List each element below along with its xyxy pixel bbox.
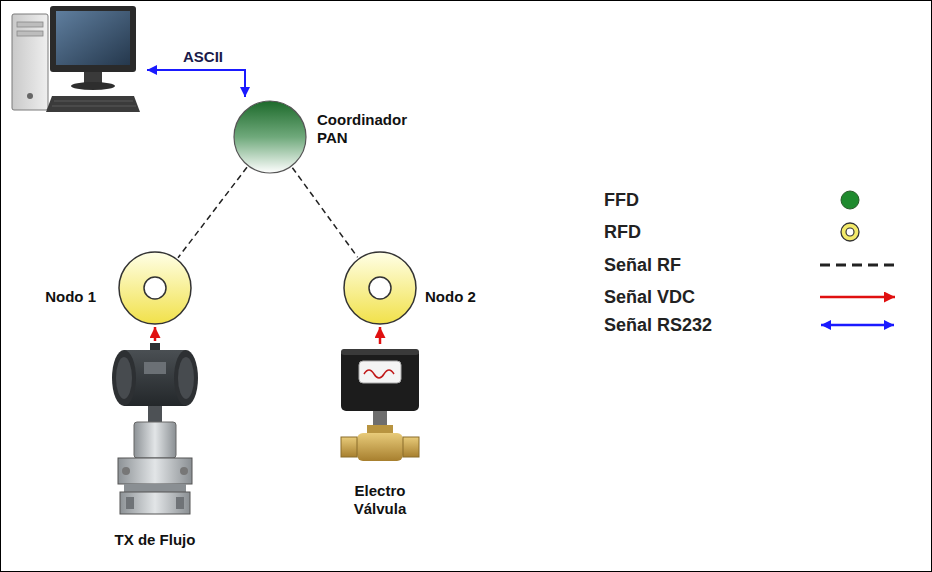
flow-transmitter-picture xyxy=(124,484,186,492)
computer-icon xyxy=(71,82,115,90)
rf-link xyxy=(292,168,357,258)
flow-transmitter-picture xyxy=(178,357,194,399)
picture-area xyxy=(335,345,425,482)
flow-transmitter-picture xyxy=(180,467,188,475)
rfd-core xyxy=(369,277,391,299)
solenoid-valve-picture xyxy=(341,349,419,461)
legend-sample xyxy=(815,220,900,244)
legend-sample xyxy=(815,253,900,277)
node-label-group: Nodo 1 xyxy=(45,288,96,306)
flow-transmitter-picture xyxy=(118,458,192,484)
legend-sample xyxy=(815,188,900,212)
legend-text: Señal RF xyxy=(604,254,681,276)
solenoid-valve: Electro Válvula xyxy=(335,345,425,518)
rfd-core xyxy=(144,277,166,299)
legend-text: Señal RS232 xyxy=(604,314,712,336)
computer-icon xyxy=(27,93,33,99)
flow-transmitter-picture xyxy=(144,362,166,374)
rfd-node: Nodo 1 xyxy=(118,251,192,325)
computer-icon xyxy=(52,101,136,106)
rfd-ring xyxy=(343,251,417,325)
legend-sample xyxy=(815,285,900,309)
legend-line-sample xyxy=(820,296,895,299)
computer-icon xyxy=(46,96,140,112)
solenoid-valve-picture xyxy=(357,433,403,461)
node-label: Electro Válvula xyxy=(354,482,407,518)
solenoid-valve-picture xyxy=(359,361,401,383)
rf-link xyxy=(178,167,247,258)
flow-transmitter-picture xyxy=(176,497,184,509)
rfd-ring xyxy=(119,252,191,324)
rfd-ring xyxy=(344,252,416,324)
flow-transmitter-picture xyxy=(120,492,190,514)
computer-icon xyxy=(17,22,43,27)
connector-group xyxy=(155,167,380,344)
rfd-node: Nodo 2 xyxy=(343,251,417,325)
node-label: Nodo 1 xyxy=(45,288,96,306)
ffd-circle xyxy=(233,100,307,174)
rs232-wire xyxy=(147,70,245,97)
computer-icon xyxy=(50,6,136,72)
flow-transmitter-picture xyxy=(116,357,132,399)
legend-text: RFD xyxy=(604,221,641,243)
ffd-circle xyxy=(234,101,306,173)
legend-text: Señal VDC xyxy=(604,286,695,308)
rfd-ring xyxy=(118,251,192,325)
flow-transmitter-picture xyxy=(112,343,198,514)
solenoid-valve-picture xyxy=(373,411,387,425)
solenoid-valve-picture xyxy=(403,437,419,457)
solenoid-valve-picture xyxy=(367,425,393,433)
node-label-group: Electro Válvula xyxy=(354,482,407,518)
pan-coordinator: Coordinador PAN xyxy=(233,100,307,174)
legend-swatch xyxy=(841,223,859,241)
vdc-signal xyxy=(379,327,382,344)
solenoid-valve-picture xyxy=(364,370,394,378)
node-label: Coordinador PAN xyxy=(317,111,407,147)
node-label-group: Nodo 2 xyxy=(425,288,476,306)
legend-sample xyxy=(815,313,900,337)
flow-transmitter-picture xyxy=(134,422,176,458)
node-label-group: TX de Flujo xyxy=(115,531,196,549)
flow-transmitter-picture xyxy=(122,467,130,475)
computer-icon xyxy=(12,14,48,110)
flow-transmitter-picture xyxy=(112,350,136,406)
node-label: TX de Flujo xyxy=(115,531,196,549)
flow-transmitter-picture xyxy=(174,350,198,406)
computer-icon xyxy=(17,31,43,36)
computer-icon xyxy=(12,6,140,112)
computer-icon xyxy=(56,11,130,65)
flow-transmitter-picture xyxy=(148,406,162,422)
flow-transmitter: TX de Flujo xyxy=(110,342,200,549)
picture-area xyxy=(110,342,200,531)
solenoid-valve-picture xyxy=(341,437,357,457)
node-label-group: Coordinador PAN xyxy=(317,111,407,147)
legend-swatch-core xyxy=(846,228,854,236)
vdc-signal xyxy=(154,327,157,341)
legend-line-sample xyxy=(820,264,895,267)
flow-transmitter-picture xyxy=(126,497,134,509)
legend-swatch xyxy=(841,191,859,209)
signal-label: ASCII xyxy=(183,48,223,66)
solenoid-valve-picture xyxy=(341,349,419,411)
solenoid-valve-picture xyxy=(341,349,419,355)
node-label: Nodo 2 xyxy=(425,288,476,306)
legend-text: FFD xyxy=(604,189,639,211)
legend-line-sample xyxy=(821,324,894,327)
